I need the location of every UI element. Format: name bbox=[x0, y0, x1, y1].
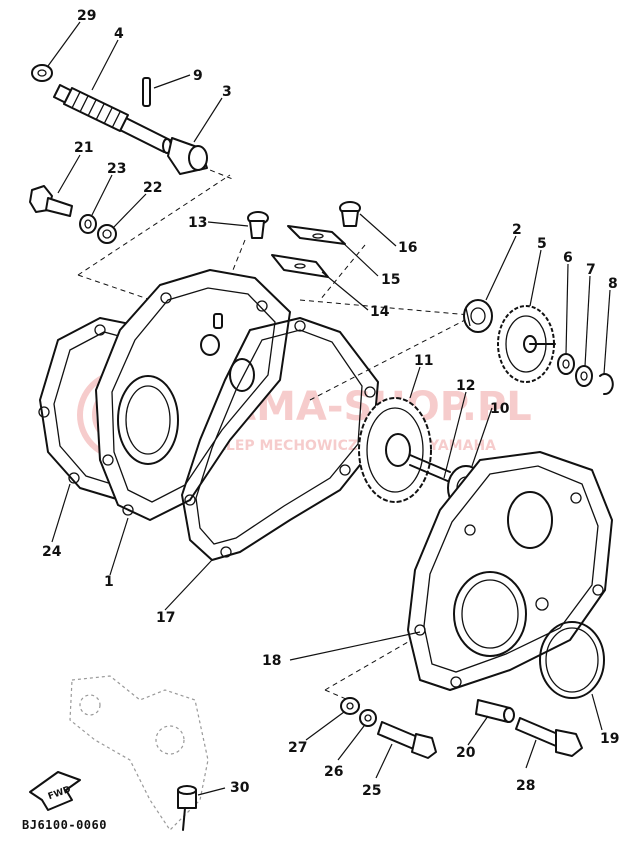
part-27-washer bbox=[340, 697, 360, 715]
callout-20: 20 bbox=[456, 745, 476, 761]
part-19-o-ring bbox=[539, 621, 605, 699]
callout-18: 18 bbox=[262, 653, 281, 669]
callout-7: 7 bbox=[586, 262, 596, 278]
callout-29: 29 bbox=[77, 8, 96, 24]
callout-5: 5 bbox=[537, 236, 547, 252]
gear-housing-cover bbox=[407, 451, 613, 691]
callout-labels: 29 4 9 3 21 23 22 13 16 15 14 2 5 6 7 8 … bbox=[42, 8, 619, 799]
part-25-bolt bbox=[377, 721, 437, 759]
callout-14: 14 bbox=[370, 304, 390, 320]
callout-1: 1 bbox=[104, 574, 114, 590]
leader-lines bbox=[47, 21, 611, 796]
callout-4: 4 bbox=[114, 26, 124, 42]
callout-19: 19 bbox=[600, 731, 619, 747]
callout-25: 25 bbox=[362, 783, 381, 799]
callout-13: 13 bbox=[188, 215, 207, 231]
callout-23: 23 bbox=[107, 161, 126, 177]
callout-21: 21 bbox=[74, 140, 93, 156]
part-4-shaft bbox=[53, 84, 172, 154]
callout-16: 16 bbox=[398, 240, 417, 256]
callout-11: 11 bbox=[414, 353, 433, 369]
part-20-dowel bbox=[475, 699, 515, 723]
callout-9: 9 bbox=[193, 68, 203, 84]
callout-8: 8 bbox=[608, 276, 618, 292]
callout-22: 22 bbox=[143, 180, 162, 196]
callout-12: 12 bbox=[456, 378, 475, 394]
part-7-washer bbox=[575, 365, 593, 387]
part-1-cover bbox=[95, 269, 291, 521]
part-16-screw bbox=[339, 201, 361, 227]
fwd-arrow-icon: FWD bbox=[29, 771, 81, 811]
part-22-washer bbox=[97, 224, 117, 244]
part-30-fitting bbox=[177, 785, 197, 831]
callout-6: 6 bbox=[563, 250, 573, 266]
callout-26: 26 bbox=[324, 764, 343, 780]
part-11-gear bbox=[358, 397, 451, 503]
part-23-washer bbox=[79, 214, 97, 234]
callout-27: 27 bbox=[288, 740, 307, 756]
callout-28: 28 bbox=[516, 778, 535, 794]
drawing-code: BJ6100-0060 bbox=[22, 818, 107, 832]
part-13-screw bbox=[247, 211, 269, 239]
part-28-bolt bbox=[515, 717, 583, 757]
part-14-gasket-plate bbox=[271, 254, 329, 278]
part-21-bolt bbox=[29, 185, 73, 217]
part-9-pin bbox=[142, 77, 151, 107]
part-2-bearing bbox=[463, 299, 493, 333]
callout-3: 3 bbox=[222, 84, 232, 100]
part-5-gear bbox=[497, 305, 556, 383]
part-29-washer bbox=[31, 64, 53, 82]
engine-reference-outline bbox=[69, 675, 209, 831]
callout-30: 30 bbox=[230, 780, 250, 796]
part-26-washer bbox=[359, 709, 377, 727]
part-15-plate bbox=[287, 225, 346, 245]
part-3-collar bbox=[167, 137, 208, 175]
part-6-washer bbox=[557, 353, 575, 375]
callout-2: 2 bbox=[512, 222, 522, 238]
callout-15: 15 bbox=[381, 272, 400, 288]
callout-24: 24 bbox=[42, 544, 62, 560]
callout-10: 10 bbox=[490, 401, 510, 417]
part-8-circlip bbox=[599, 373, 614, 396]
callout-17: 17 bbox=[156, 610, 175, 626]
part-17-gasket bbox=[181, 317, 379, 561]
